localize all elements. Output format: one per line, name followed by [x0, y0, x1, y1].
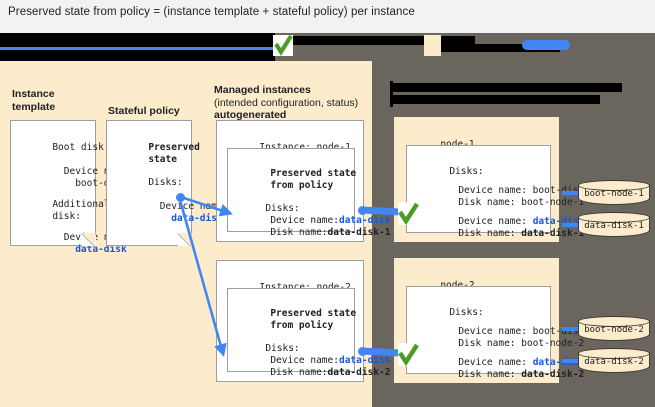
managed-instance-inner-node-2: Preserved state from policy Disks: Devic… — [227, 288, 390, 378]
node2-disks-label: Disks: — [449, 307, 484, 318]
legend-blue-pill — [522, 40, 570, 50]
legend-checkmark-icon — [273, 35, 293, 56]
disk-cylinder-data-disk-2: data-disk-2 — [578, 348, 652, 376]
mi2-disk-name-label: Disk name: — [270, 367, 328, 378]
column-heading-stateful-policy: Stateful policy — [108, 105, 180, 117]
node1-data-disk-label: Disk name: — [458, 228, 522, 239]
node1-boot-device-name: Device name: boot-disk — [458, 185, 585, 196]
page-fold-icon — [82, 233, 96, 246]
node2-boot-device-name: Device name: boot-disk — [458, 326, 585, 337]
node2-data-device-label: Device name: — [458, 357, 533, 368]
checkmark-icon-node-2 — [398, 343, 419, 366]
cylinder-top — [578, 180, 650, 191]
column-heading-managed-instances: Managed instances (intended configuratio… — [214, 84, 359, 121]
connector-dot-policy — [176, 193, 185, 202]
page-title: Preserved state from policy = (instance … — [8, 6, 415, 18]
node2-name: node-2 — [440, 280, 474, 291]
disk-cylinder-data-disk-1: data-disk-1 — [578, 212, 652, 240]
mi2-inner-title-1: Preserved state — [270, 308, 357, 319]
node1-boot-disk-name: Disk name: boot-node-1 — [458, 197, 585, 208]
mi1-device-name-value: data-disk — [338, 215, 391, 226]
node2-data-disk-value: data-disk-2 — [521, 369, 585, 380]
right-heading-redaction-bar-1 — [392, 83, 622, 92]
column-heading-instance-template: Instance template — [12, 88, 56, 113]
it-additional-disk-label-2: disk: — [52, 211, 81, 222]
mi2-heading: Instance: node-2 — [259, 282, 351, 293]
it-data-device-name-value: data-disk — [52, 244, 127, 255]
node2-data-device-value: data-disk — [532, 357, 585, 368]
cylinder-label: data-disk-1 — [584, 221, 644, 231]
right-heading-redaction-tick — [390, 81, 393, 107]
mi1-inner-title-2: from policy — [270, 180, 334, 191]
mi2-inner-title-2: from policy — [270, 320, 334, 331]
node2-boot-disk-name: Disk name: boot-node-2 — [458, 338, 585, 349]
disk-cylinder-boot-node-1: boot-node-1 — [578, 180, 652, 208]
mi2-device-name-value: data-disk — [338, 355, 391, 366]
it-boot-disk-label: Boot disk: — [52, 142, 110, 153]
node2-data-disk-label: Disk name: — [458, 369, 522, 380]
mi1-device-name-label: Device name: — [270, 215, 339, 226]
cylinder-top — [578, 348, 650, 359]
sp-preserved-label-1: Preserved — [148, 142, 200, 153]
cylinder-top — [578, 316, 650, 327]
it-boot-device-name-value: boot-disk — [52, 178, 127, 189]
legend-redaction-bar-2 — [430, 44, 560, 52]
legend-cream-swatch — [424, 35, 441, 56]
mi1-inner-title-1: Preserved state — [270, 168, 357, 179]
cylinder-label: data-disk-2 — [584, 357, 644, 367]
title-bar: Preserved state from policy = (instance … — [0, 0, 655, 33]
it-additional-disk-label-1: Additional — [52, 199, 110, 210]
mi1-disk-name-label: Disk name: — [270, 227, 328, 238]
cylinder-label: boot-node-2 — [584, 325, 644, 335]
node1-data-disk-value: data-disk-1 — [521, 228, 585, 239]
connector-node1-data — [562, 223, 590, 227]
connector-dot-mi1 — [358, 206, 367, 215]
stateful-policy-note: Preserved state Disks: Device name: data… — [106, 120, 228, 246]
page-fold-icon — [178, 233, 192, 246]
node-inner-node-1: Disks: Device name: boot-disk Disk name:… — [406, 145, 584, 239]
sp-preserved-label-2: state — [148, 154, 177, 165]
mi2-disk-name-value: data-disk-2 — [327, 367, 391, 378]
connector-node2-boot — [562, 327, 590, 331]
node1-data-device-label: Device name: — [458, 216, 533, 227]
right-heading-redaction-bar-2 — [392, 95, 600, 104]
node1-disks-label: Disks: — [449, 166, 484, 177]
mi1-heading: Instance: node-1 — [259, 142, 351, 153]
node-inner-node-2: Disks: Device name: boot-disk Disk name:… — [406, 286, 584, 380]
cylinder-top — [578, 212, 650, 223]
sp-disks-label: Disks: — [148, 177, 183, 188]
connector-node1-boot — [562, 191, 590, 195]
mi2-disks-label: Disks: — [265, 343, 300, 354]
connector-dot-mi2 — [358, 347, 367, 356]
mi1-disk-name-value: data-disk-1 — [327, 227, 391, 238]
node1-name: node-1 — [440, 139, 474, 150]
legend-redaction-bar-1 — [285, 36, 475, 45]
mi2-device-name-label: Device name: — [270, 355, 339, 366]
managed-instance-inner-node-1: Preserved state from policy Disks: Devic… — [227, 148, 390, 238]
checkmark-icon-node-1 — [398, 202, 419, 225]
connector-node2-data — [562, 359, 590, 363]
node1-data-device-value: data-disk — [532, 216, 585, 227]
cylinder-label: boot-node-1 — [584, 189, 644, 199]
mi1-disks-label: Disks: — [265, 203, 300, 214]
disk-cylinder-boot-node-2: boot-node-2 — [578, 316, 652, 344]
instance-template-note: Boot disk: Device name: boot-disk Additi… — [10, 120, 132, 255]
sp-device-name-value: data-disk — [148, 213, 223, 224]
